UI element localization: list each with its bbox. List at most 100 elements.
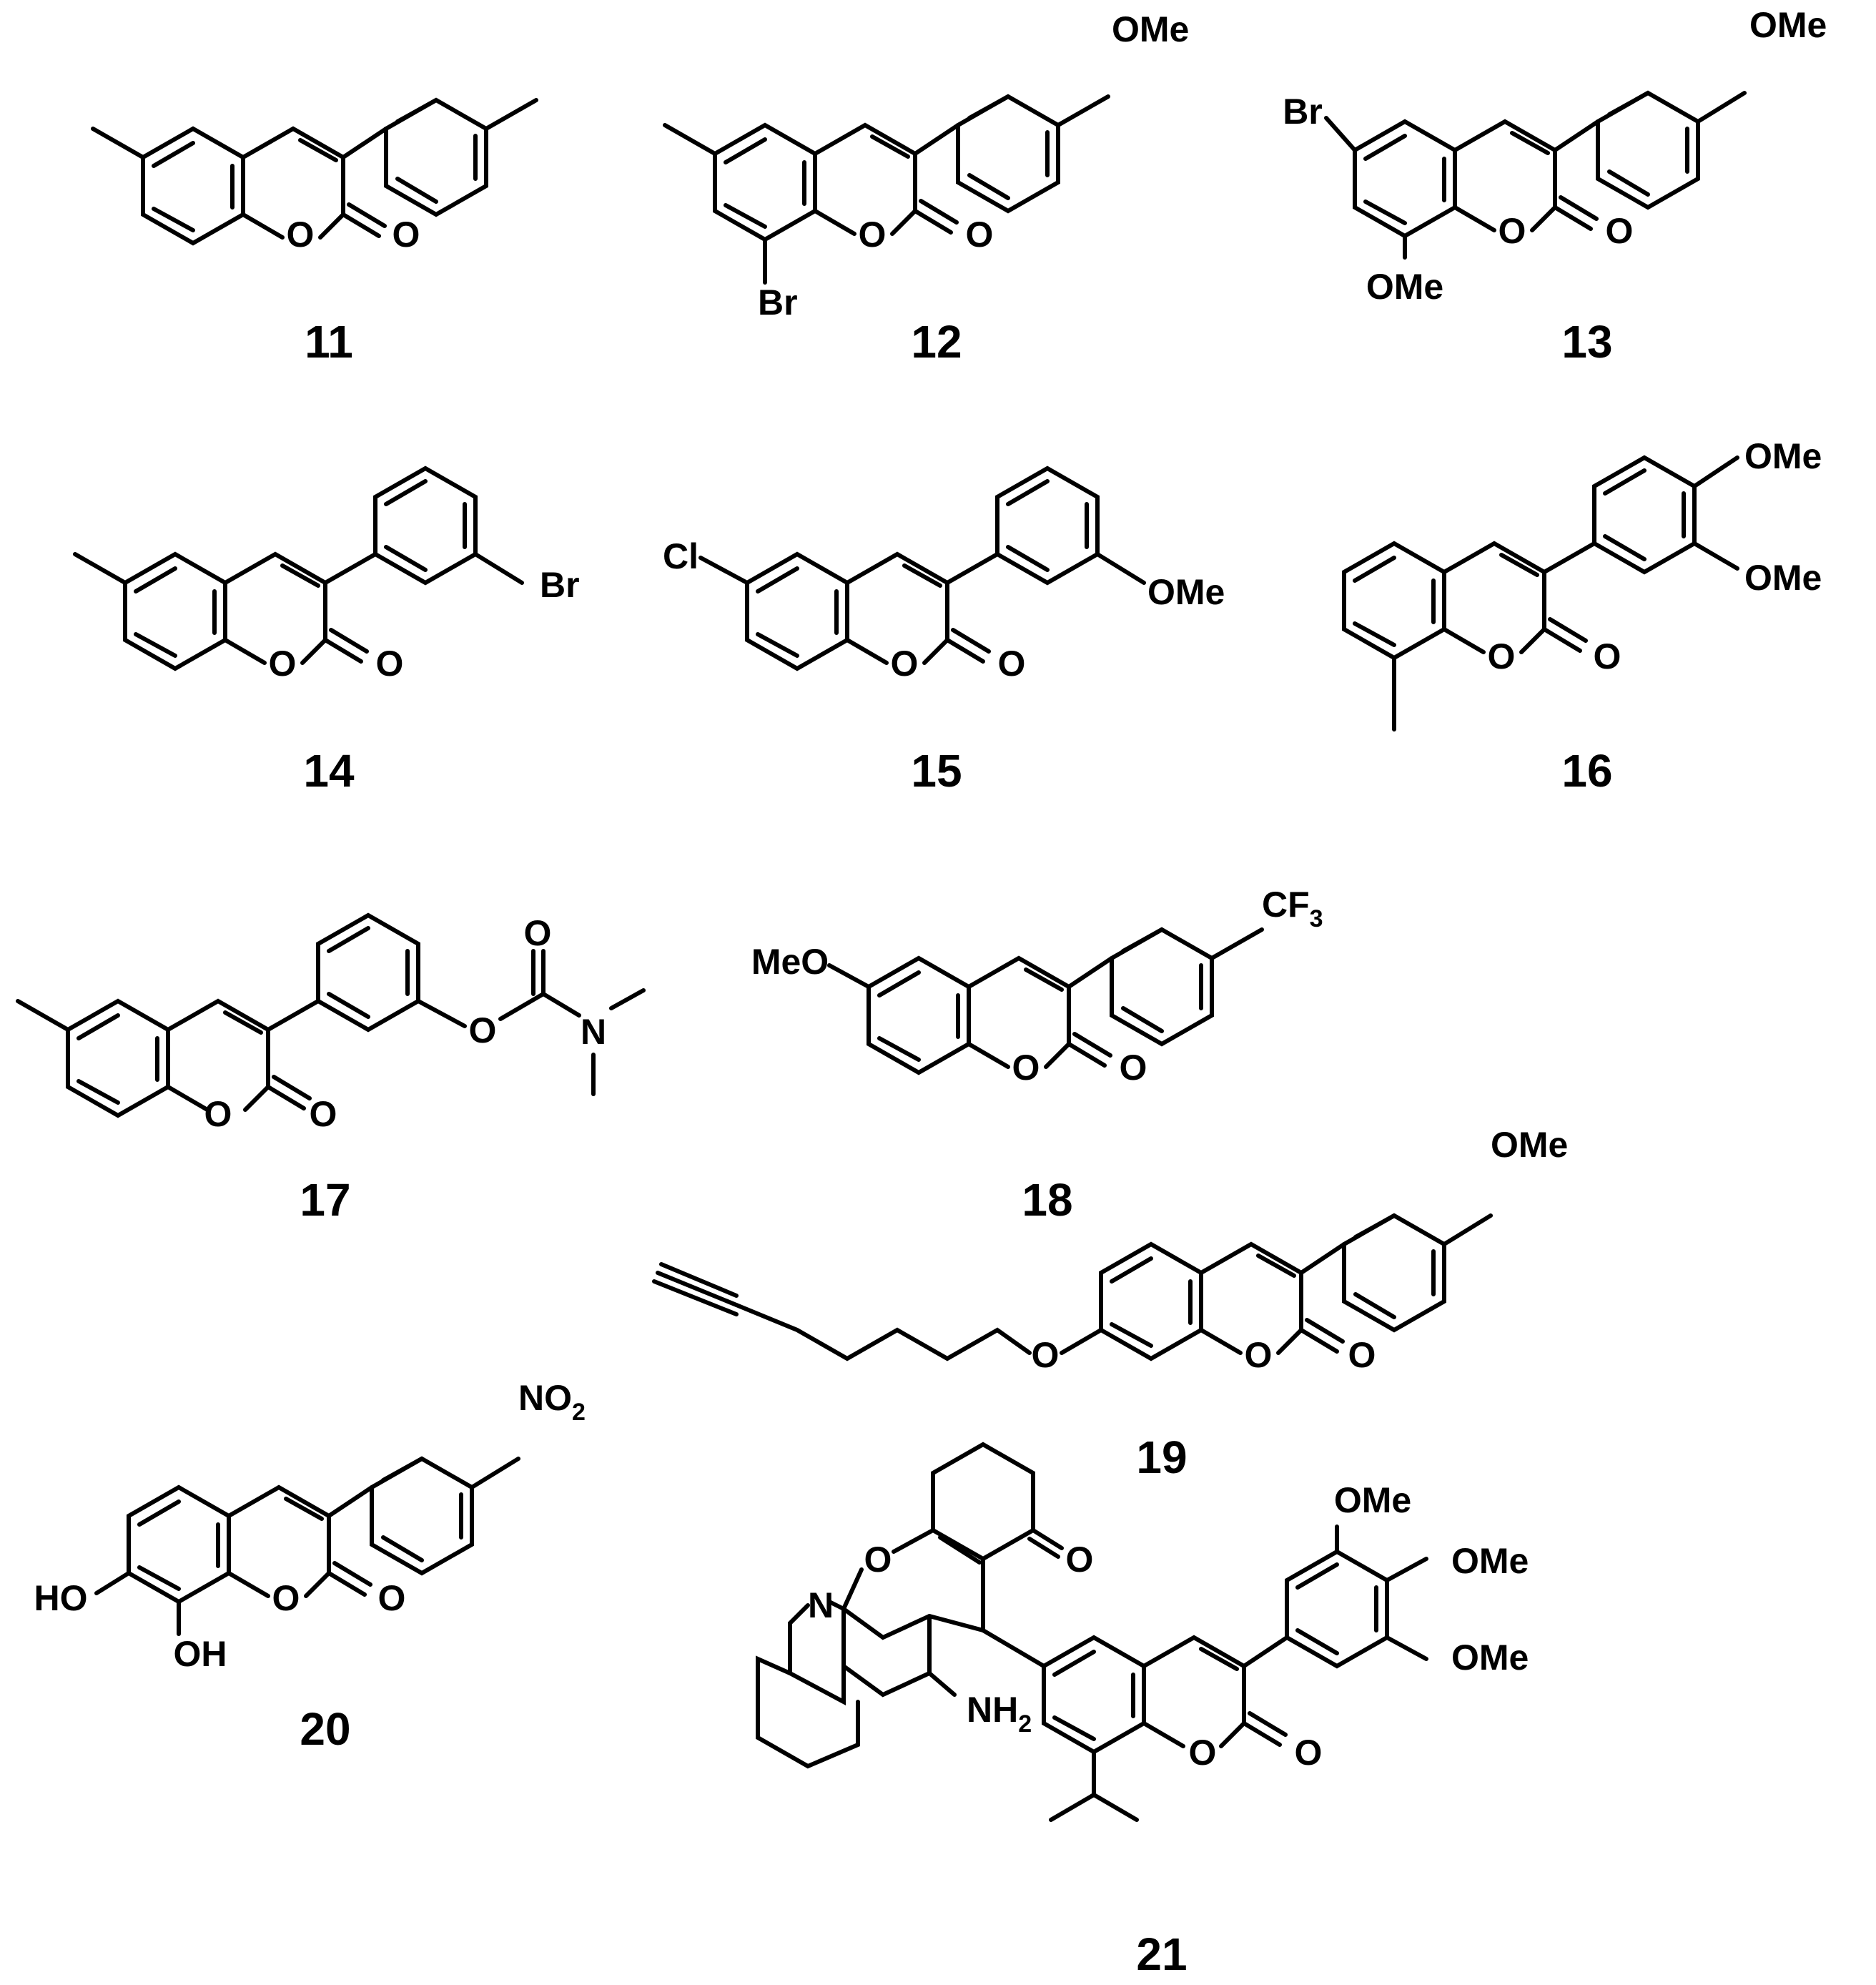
bond	[1692, 455, 1739, 488]
bond	[1453, 205, 1496, 232]
bond	[316, 912, 420, 1033]
compound-20: NO2 HO OH O O 20	[34, 1378, 586, 1755]
atom-label: O	[1066, 1540, 1094, 1580]
bond	[870, 134, 910, 159]
compound-number: 20	[300, 1703, 350, 1755]
compound-number: 14	[303, 745, 355, 797]
bond	[1121, 927, 1203, 1033]
bond	[1049, 1750, 1139, 1822]
bond	[473, 552, 524, 585]
atom-label: Cl	[663, 536, 698, 576]
bond	[813, 122, 917, 213]
atom-label: O	[1606, 211, 1634, 251]
atom-label: O	[376, 644, 404, 684]
bond	[1442, 627, 1486, 654]
bond	[223, 638, 267, 665]
bond	[266, 1075, 312, 1110]
atom-label: O	[378, 1578, 406, 1618]
bond	[913, 123, 960, 156]
compound-number: 18	[1022, 1174, 1072, 1226]
bond	[1110, 1256, 1193, 1348]
bond	[91, 127, 145, 159]
bond	[470, 1457, 520, 1489]
bond	[373, 466, 478, 586]
atom-label: OMe	[1112, 9, 1189, 49]
bond	[756, 566, 839, 658]
bond	[327, 1485, 374, 1518]
atom-label: O	[966, 215, 994, 255]
bond	[137, 1499, 220, 1591]
bond	[967, 1042, 1010, 1069]
bond	[967, 955, 1071, 1046]
bond	[734, 1303, 1032, 1361]
atom-label: O	[393, 215, 420, 255]
bond	[266, 999, 320, 1032]
bond	[73, 552, 127, 585]
atom-label: O	[524, 913, 552, 953]
bond	[1199, 1647, 1239, 1671]
bond	[745, 551, 849, 671]
bond	[381, 1457, 463, 1562]
bond	[1385, 1635, 1428, 1661]
atom-label: OMe	[1491, 1125, 1568, 1165]
atom-label: OH	[174, 1634, 227, 1674]
bond	[652, 1262, 739, 1316]
bond	[913, 199, 959, 235]
bond	[1453, 119, 1557, 210]
bond	[327, 1561, 372, 1597]
atom-label: O	[1499, 211, 1526, 251]
bond	[1342, 541, 1446, 661]
atom-label: O	[272, 1578, 300, 1618]
atom-label: O	[1245, 1335, 1273, 1375]
bond	[867, 955, 971, 1075]
atom-label: CF3	[1262, 885, 1323, 932]
bond	[395, 98, 478, 204]
compound-number: 13	[1561, 316, 1612, 368]
bond	[841, 1607, 932, 1698]
bond	[1099, 1241, 1203, 1361]
bond	[280, 563, 320, 588]
bond	[813, 209, 856, 236]
bond	[166, 998, 270, 1089]
bond	[1363, 134, 1446, 225]
bond	[327, 926, 410, 1019]
bond	[1353, 556, 1436, 647]
compound-number: 19	[1136, 1432, 1187, 1483]
bond	[152, 141, 234, 232]
atom-label: O	[891, 644, 919, 684]
bond	[227, 1571, 270, 1598]
bond	[945, 628, 991, 664]
atom-label: Br	[758, 282, 798, 322]
bond	[1027, 1528, 1064, 1559]
bond	[1042, 1635, 1146, 1755]
atom-label: OMe	[1366, 267, 1443, 307]
bond	[94, 1571, 131, 1595]
atom-label: OMe	[1744, 436, 1822, 476]
bond	[1603, 468, 1686, 561]
bond	[1696, 91, 1747, 124]
atom-label: OMe	[1744, 558, 1822, 598]
bond	[318, 212, 345, 240]
bond	[166, 1085, 209, 1112]
atom-label: O	[310, 1094, 337, 1134]
bond	[1542, 541, 1596, 574]
atom-label: O	[269, 644, 297, 684]
compound-number: 17	[300, 1174, 350, 1226]
atom-label: HO	[34, 1578, 88, 1618]
bond	[1060, 1328, 1103, 1355]
bond	[141, 126, 245, 246]
bond	[892, 1528, 935, 1554]
atom-label: N	[808, 1585, 834, 1625]
bond	[498, 992, 545, 1021]
bond	[1242, 1711, 1288, 1747]
bond	[788, 1603, 810, 1675]
bond	[341, 202, 387, 238]
bond	[1353, 119, 1457, 239]
bond	[1242, 1635, 1289, 1668]
bond	[416, 999, 467, 1028]
compound-number: 11	[305, 316, 353, 368]
bond	[1299, 1242, 1346, 1275]
bond	[890, 209, 917, 236]
bond	[1276, 1328, 1303, 1355]
bond	[1044, 1042, 1071, 1069]
